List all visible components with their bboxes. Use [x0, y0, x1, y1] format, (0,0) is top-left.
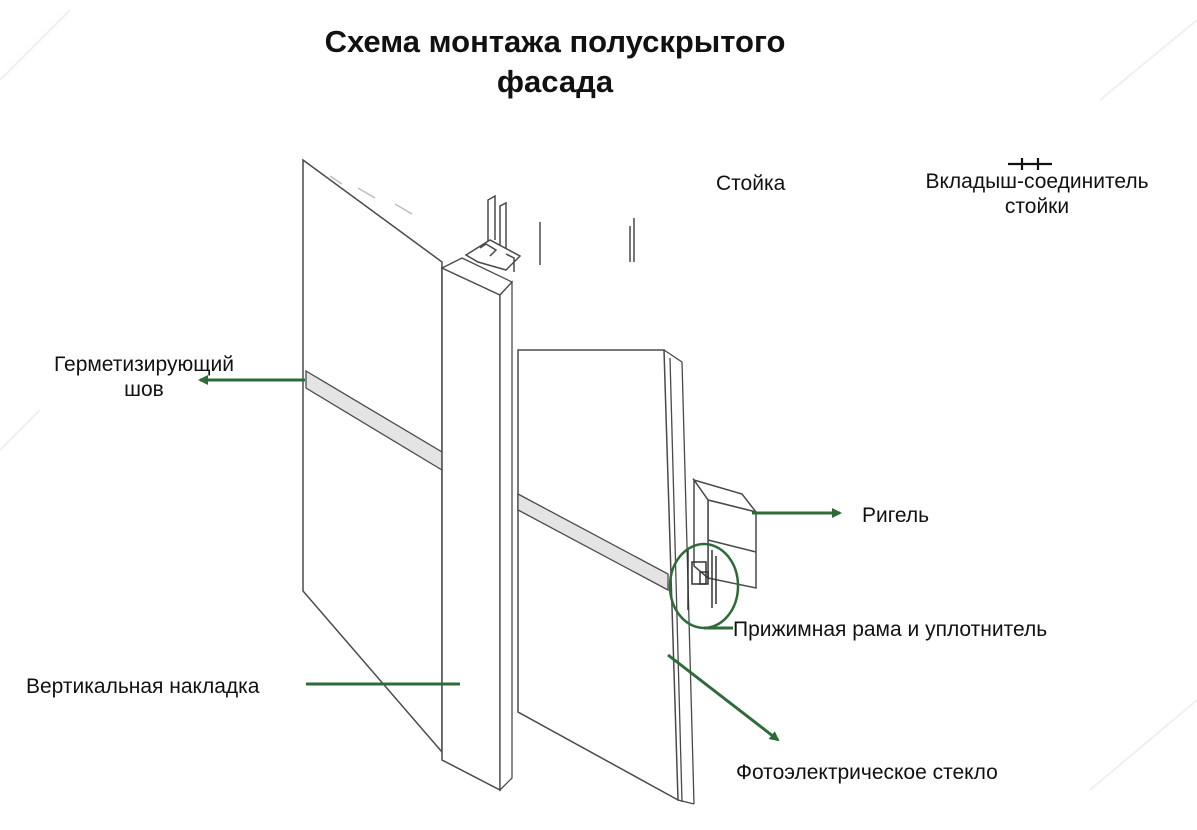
leader-pv-glass [667, 653, 780, 742]
mullion-profile [464, 194, 635, 272]
vertical-cover-strip [441, 266, 501, 792]
label-transom: Ригель [862, 504, 930, 527]
background-streak [1099, 19, 1197, 101]
panel-edge [663, 349, 683, 363]
panel-edge [669, 357, 683, 803]
title-line-2: фасада [496, 64, 614, 99]
mullion-detail [479, 243, 498, 257]
right-seam [517, 492, 669, 592]
background-streak [1089, 699, 1197, 791]
clamp-block [691, 561, 707, 585]
mullion-detail [505, 253, 515, 272]
fade-dash [394, 203, 413, 215]
transom-box [692, 477, 758, 589]
fade-dash [357, 187, 376, 199]
transom-front [707, 499, 757, 589]
label-pv-glass: Фотоэлектрическое стекло [736, 761, 998, 784]
label-seam-line-1: Герметизирующий [54, 353, 234, 376]
panel-top-fade [329, 175, 413, 215]
title-line-1: Схема монтажа полускрытого [324, 24, 786, 59]
mullion-body [464, 239, 522, 271]
connector-mark [1008, 158, 1052, 170]
mullion-fin [499, 201, 507, 252]
label-mullion-connector: Вкладыш-соединитель стойки [896, 169, 1178, 219]
label-sealing-seam: Герметизирующий шов [24, 352, 264, 402]
background-streak [0, 9, 71, 81]
background-streak [0, 409, 41, 451]
diagram-title: Схема монтажа полускрытого фасада [230, 22, 880, 102]
label-pressure-frame: Прижимная рама и уплотнитель [733, 618, 1048, 641]
cover-strip-side [499, 280, 513, 792]
fade-dash [329, 175, 343, 185]
label-stoyka: Стойка [716, 172, 786, 195]
background-streaks [0, 9, 1197, 791]
label-connector-line-1: Вкладыш-соединитель [925, 170, 1149, 193]
label-connector-line-2: стойки [1004, 195, 1070, 218]
panel-edge [677, 799, 695, 805]
mullion-fin [487, 194, 496, 245]
label-seam-line-2: шов [124, 378, 164, 401]
label-vertical-cover: Вертикальная накладка [26, 675, 260, 698]
transom-divider [707, 539, 757, 553]
pressure-frame-detail [687, 548, 717, 610]
clamp-block [699, 571, 709, 585]
leader-lines [198, 375, 842, 742]
